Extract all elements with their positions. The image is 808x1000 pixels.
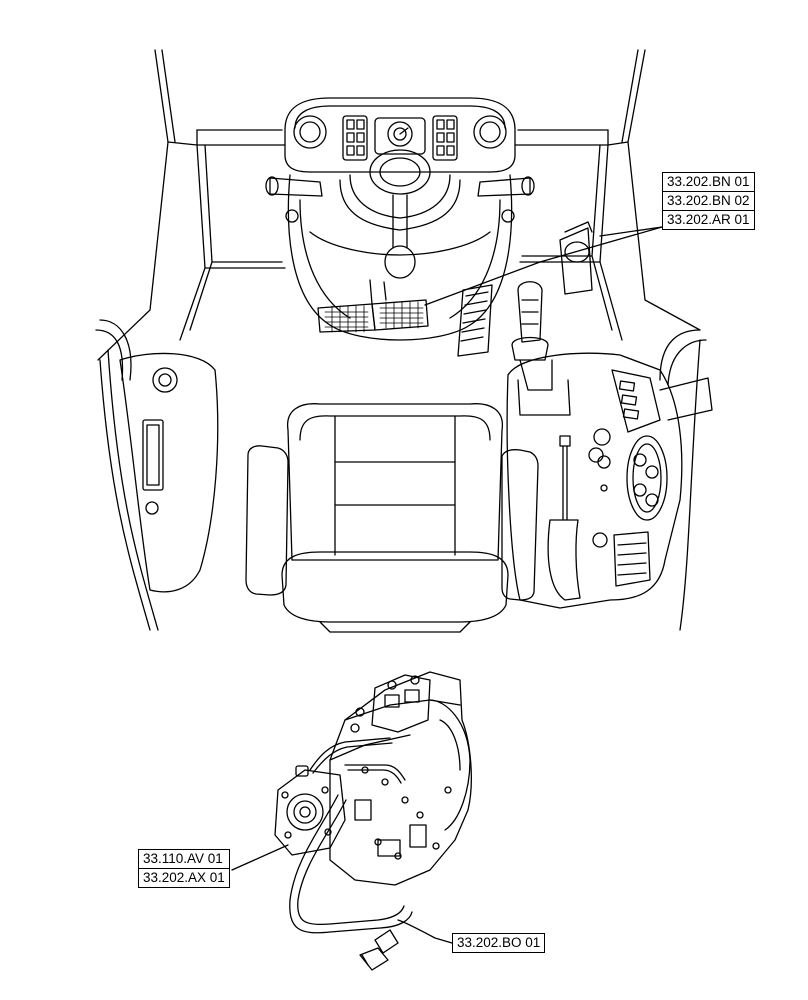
- transmission-reference-labels-left: 33.110.AV 01 33.202.AX 01: [138, 849, 230, 888]
- ref-label-33-202-bn-01[interactable]: 33.202.BN 01: [662, 172, 755, 192]
- ref-label-33-110-av-01[interactable]: 33.110.AV 01: [138, 849, 230, 869]
- pedals: [317, 279, 493, 357]
- ref-label-33-202-ax-01[interactable]: 33.202.AX 01: [138, 869, 230, 888]
- steering-assembly: [265, 149, 535, 341]
- operator-seat: [245, 403, 539, 633]
- cab-leader-lines: [424, 226, 663, 306]
- ref-label-33-202-bn-02[interactable]: 33.202.BN 02: [662, 192, 755, 211]
- cab-reference-labels: 33.202.BN 01 33.202.BN 02 33.202.AR 01: [662, 172, 755, 230]
- ref-label-33-202-ar-01[interactable]: 33.202.AR 01: [662, 211, 755, 230]
- right-console: [506, 221, 683, 609]
- cab-frame: [97, 49, 701, 631]
- transmission-leader-lines: [231, 844, 453, 944]
- ref-label-33-202-bo-01[interactable]: 33.202.BO 01: [452, 933, 546, 953]
- transmission-reference-labels-right: 33.202.BO 01: [452, 933, 546, 953]
- transmission: [274, 671, 472, 971]
- dashboard: [284, 97, 516, 173]
- left-armrest: [95, 319, 713, 593]
